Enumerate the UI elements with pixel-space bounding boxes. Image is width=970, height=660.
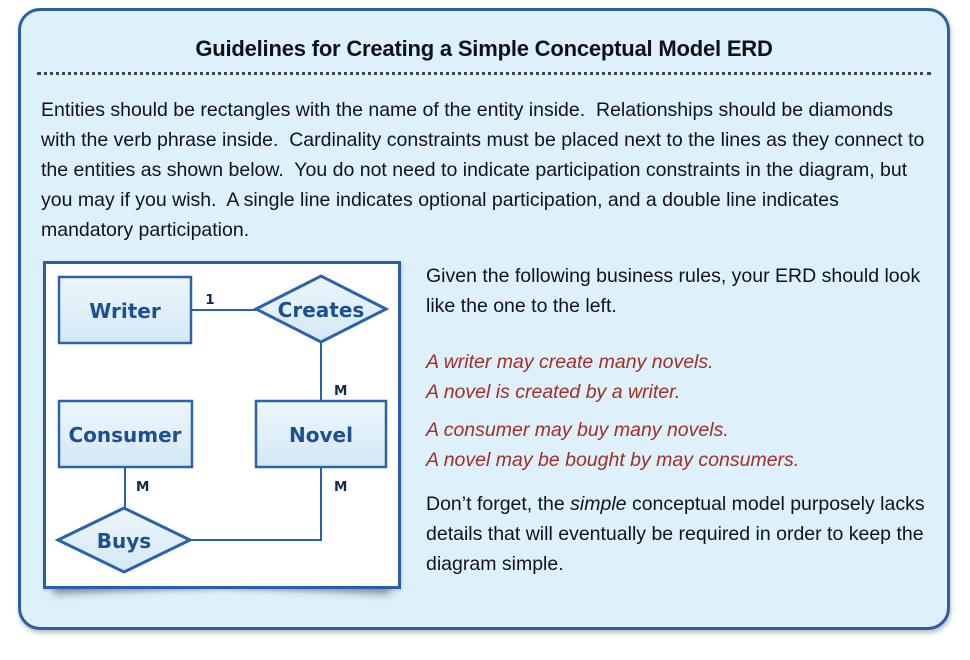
business-rules-writer: A writer may create many novels. A novel… xyxy=(426,347,929,407)
right-column: Given the following business rules, your… xyxy=(426,261,929,599)
lead-paragraph: Given the following business rules, your… xyxy=(426,265,921,317)
note-paragraph: Don’t forget, the simple conceptual mode… xyxy=(426,489,929,579)
business-rule-line: A novel is created by a writer. xyxy=(426,381,681,403)
cardinality-novel-buys: M xyxy=(334,479,347,495)
business-rule-line: A writer may create many novels. xyxy=(426,351,714,373)
entity-novel-box xyxy=(254,399,388,469)
relationship-creates-diamond xyxy=(252,274,390,344)
business-rule-line: A consumer may buy many novels. xyxy=(426,419,729,441)
relationship-buys-label: Buys xyxy=(97,529,151,553)
page-title: Guidelines for Creating a Simple Concept… xyxy=(195,36,773,61)
cardinality-creates-novel: M xyxy=(334,383,347,399)
relationship-creates-label: Creates xyxy=(278,298,365,322)
business-rule-line: A novel may be bought by may consumers. xyxy=(426,449,800,471)
cardinality-writer-creates: 1 xyxy=(205,292,214,308)
content-row: Writer Consumer Novel Creates Buys 1 M M… xyxy=(43,261,929,599)
entity-writer-label: Writer xyxy=(89,299,161,323)
entity-consumer-box xyxy=(57,399,194,469)
erd-diagram: Writer Consumer Novel Creates Buys 1 M M… xyxy=(43,261,401,589)
guidelines-panel: Guidelines for Creating a Simple Concept… xyxy=(18,8,950,630)
cardinality-consumer-buys: M xyxy=(136,479,149,495)
entity-writer-box xyxy=(57,275,193,345)
erd-svg: Writer Consumer Novel Creates Buys 1 M M… xyxy=(54,274,390,574)
entity-consumer-label: Consumer xyxy=(68,423,181,447)
note-suffix: conceptual model purposely lacks details… xyxy=(426,493,925,575)
relationship-buys-diamond xyxy=(54,506,194,574)
business-rules-consumer: A consumer may buy many novels. A novel … xyxy=(426,415,929,475)
intro-paragraph: Entities should be rectangles with the n… xyxy=(41,99,930,241)
erd-diagram-canvas: Writer Consumer Novel Creates Buys 1 M M… xyxy=(43,261,401,589)
note-prefix: Don’t forget, the xyxy=(426,493,571,515)
dotted-separator xyxy=(37,72,931,75)
note-emphasis: simple xyxy=(570,493,627,515)
entity-novel-label: Novel xyxy=(289,423,353,447)
